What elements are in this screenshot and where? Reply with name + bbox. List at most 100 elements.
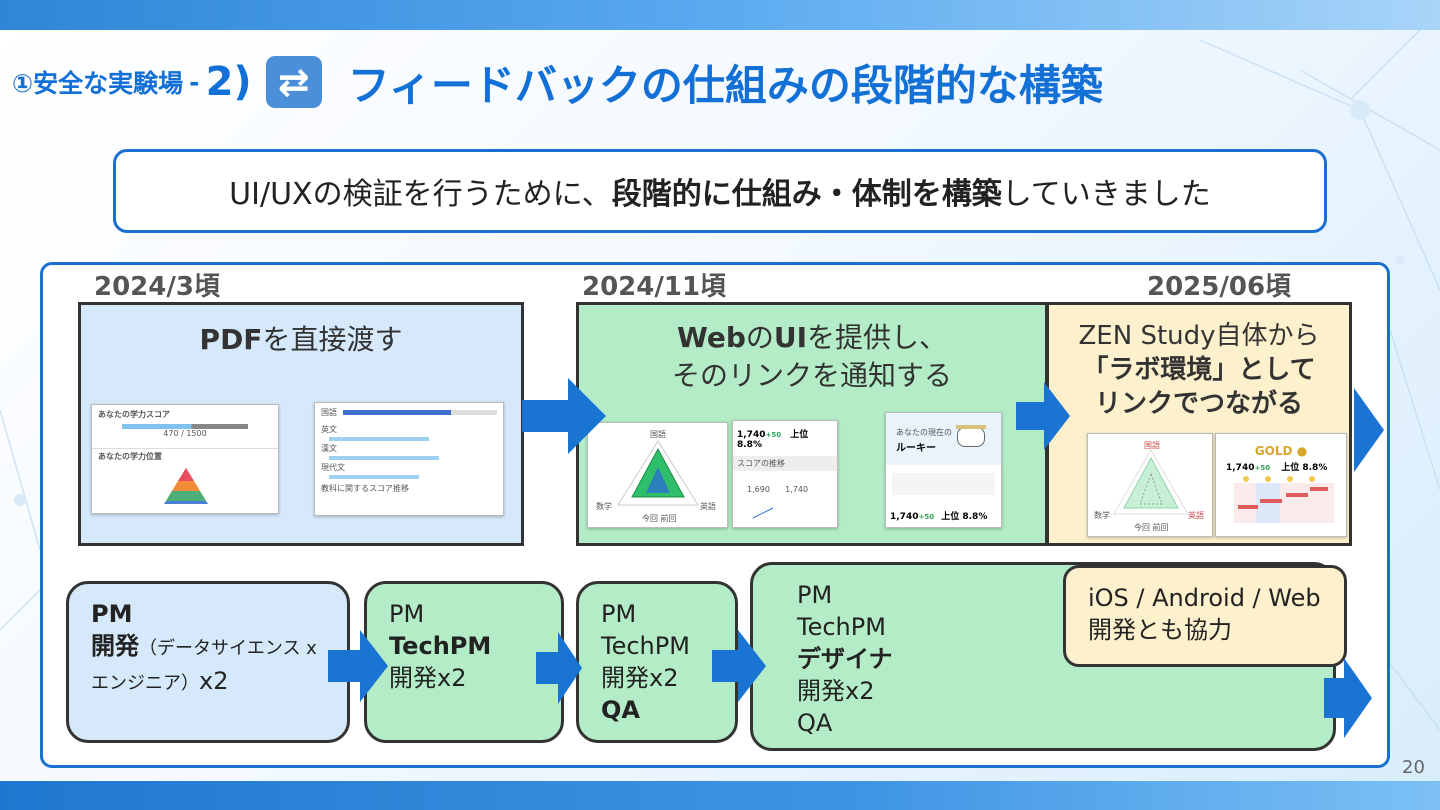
arrow-right-icon: [1016, 382, 1070, 450]
team2-line1: PM: [389, 600, 425, 628]
zen-radar-right: 英語: [1188, 511, 1204, 520]
pdf-subject-2: 漢文: [321, 444, 337, 453]
pdf-screenshot-score: あなたの学力スコア 470 / 1500 あなたの学力位置: [91, 404, 279, 514]
web-trend-line: [752, 507, 774, 519]
zen-radar-left: 数学: [1094, 511, 1110, 520]
web-radar-top: 国語: [650, 430, 666, 439]
panel-zen-line3: リンクでつながる: [1094, 389, 1303, 419]
arrows-cycle-icon: ⇄: [265, 56, 322, 108]
gold-rank-unit: %: [1318, 463, 1328, 473]
rookie-rank-label: 上位: [941, 512, 960, 522]
arrow-right-icon: [328, 630, 388, 702]
page-number: 20: [1402, 757, 1425, 778]
zen-radar-legend-prev: 前回: [1152, 523, 1169, 532]
panel-zen-line2: 「ラボ環境」として: [1082, 355, 1316, 385]
team1-line3-small: エンジニア）: [91, 673, 199, 694]
web-score-screenshot: 1,740+50 上位 8.8% スコアの推移 1,690 1,740: [732, 420, 838, 528]
title-separator: -: [189, 67, 200, 97]
pdf-score-header: あなたの学力スコア: [98, 410, 170, 419]
date-2024-11: 2024/11頃: [582, 272, 727, 302]
team3-line4: QA: [601, 696, 640, 724]
pdf-subject-3: 現代文: [321, 463, 345, 472]
team5-line1: iOS / Android / Web: [1088, 584, 1321, 612]
team3-line1: PM: [601, 600, 637, 628]
team4-line1: PM: [797, 581, 833, 609]
web-radar-screenshot: 国語 数学 英語 今回 前回: [587, 422, 728, 528]
panel-web-title-line1: WebのUIを提供し、: [579, 319, 1045, 357]
title-heading: フィードバックの仕組みの段階的な構築: [347, 60, 1103, 110]
team-box-1: PM 開発（データサイエンス x エンジニア）x2: [66, 581, 350, 743]
panel-pdf-title: PDFを直接渡す: [81, 321, 521, 359]
pdf-score-value: 470 / 1500: [163, 429, 207, 438]
team1-line3: x2: [199, 667, 229, 695]
subtitle-suffix: していきました: [1001, 177, 1211, 212]
rookie-rank-value: 8.8: [962, 512, 979, 522]
web-radar-legend-prev: 前回: [660, 514, 677, 523]
team2-line2: TechPM: [389, 632, 492, 660]
gold-rank-label: 上位: [1281, 463, 1300, 473]
team3-line2: TechPM: [601, 632, 690, 660]
zen-radar-chart: [1113, 449, 1189, 515]
arrow-right-icon: [712, 630, 766, 702]
zen-radar-legend-now: 今回: [1134, 523, 1150, 532]
web-score-value: 1,740: [737, 430, 766, 440]
date-2024-03: 2024/3頃: [94, 272, 220, 302]
team3-line3: 開発x2: [601, 664, 679, 692]
team-box-4: PM TechPM デザイナ 開発x2 QA: [750, 562, 1336, 751]
subtitle-box: UI/UXの検証を行うために、段階的に仕組み・体制を構築 していきました: [113, 149, 1327, 233]
web-score-delta: +50: [765, 431, 782, 439]
gold-rank-value: 8.8: [1302, 463, 1319, 473]
top-band: [0, 0, 1440, 30]
rookie-caption: あなたの現在の: [896, 428, 952, 437]
panel-zen-line1: ZEN Study自体から: [1078, 321, 1320, 351]
gold-medal-icon: ●: [1296, 444, 1308, 458]
web-rank-label: 上位: [790, 430, 809, 440]
web-rank-value: 8.8: [737, 440, 753, 450]
section-label: ①安全な実験場: [12, 69, 184, 98]
team5-line2: 開発とも協力: [1088, 616, 1232, 644]
gold-badge: GOLD: [1254, 444, 1293, 458]
team1-line2-bold: 開発: [91, 632, 139, 660]
web-radar-chart: [617, 440, 699, 506]
arrow-right-icon: [536, 632, 582, 704]
gold-score: 1,740: [1226, 463, 1255, 473]
web-rookie-screenshot: あなたの現在の ルーキー 1,740+50 上位 8.8%: [885, 412, 1002, 528]
pdf-position-header: あなたの学力位置: [92, 448, 278, 464]
web-trend-header: スコアの推移: [733, 456, 837, 471]
panel-pdf-title-bold: PDF: [199, 323, 263, 356]
rookie-score: 1,740: [890, 512, 919, 522]
section-number: 2): [205, 59, 252, 105]
arrow-right-icon: [1354, 388, 1384, 472]
rookie-delta: +50: [918, 513, 935, 521]
pdf-score-bar: [122, 424, 248, 429]
pdf-subject-1: 英文: [321, 425, 337, 434]
pdf-trend-label: 教科に関するスコア推移: [321, 484, 409, 493]
pyramid-chart: [164, 468, 208, 504]
team-box-3: PM TechPM 開発x2 QA: [576, 581, 738, 743]
zen-gold-screenshot: GOLD ● 1,740+50 上位 8.8%: [1215, 433, 1347, 537]
gold-delta: +50: [1254, 464, 1271, 472]
rookie-rank-name: ルーキー: [896, 443, 936, 454]
subtitle-prefix: UI/UXの検証を行うために、: [229, 177, 612, 212]
web-rank-unit: %: [752, 440, 762, 450]
web-radar-left: 数学: [596, 502, 612, 511]
web-radar-right: 英語: [700, 502, 716, 511]
panel-web-title-line2: そのリンクを通知する: [671, 359, 952, 392]
team-box-2: PM TechPM 開発x2: [364, 581, 564, 743]
zen-radar-screenshot: 国語 数学 英語 今回 前回: [1087, 433, 1213, 537]
team1-line1: PM: [91, 600, 133, 628]
subtitle-bold: 段階的に仕組み・体制を構築: [611, 177, 1002, 212]
date-2025-06: 2025/06頃: [1147, 272, 1292, 302]
team1-line2-small: （データサイエンス x: [139, 638, 317, 659]
pdf-subject-label: 国語: [321, 408, 337, 417]
pdf-subject-bar: [343, 410, 497, 415]
robot-mascot-icon: [956, 421, 986, 461]
web-trend-v2: 1,740: [785, 485, 809, 494]
pdf-screenshot-subjects: 国語 英文 漢文 現代文 教科に関するスコア推移: [314, 402, 504, 516]
team4-line5: QA: [797, 709, 833, 737]
slide-title: ①安全な実験場 - 2) ⇄ フィードバックの仕組みの段階的な構築: [12, 52, 1103, 112]
team4-line3: デザイナ: [797, 645, 893, 673]
team2-line3: 開発x2: [389, 664, 467, 692]
network-background: [0, 30, 1440, 731]
panel-pdf-title-rest: を直接渡す: [262, 323, 403, 356]
